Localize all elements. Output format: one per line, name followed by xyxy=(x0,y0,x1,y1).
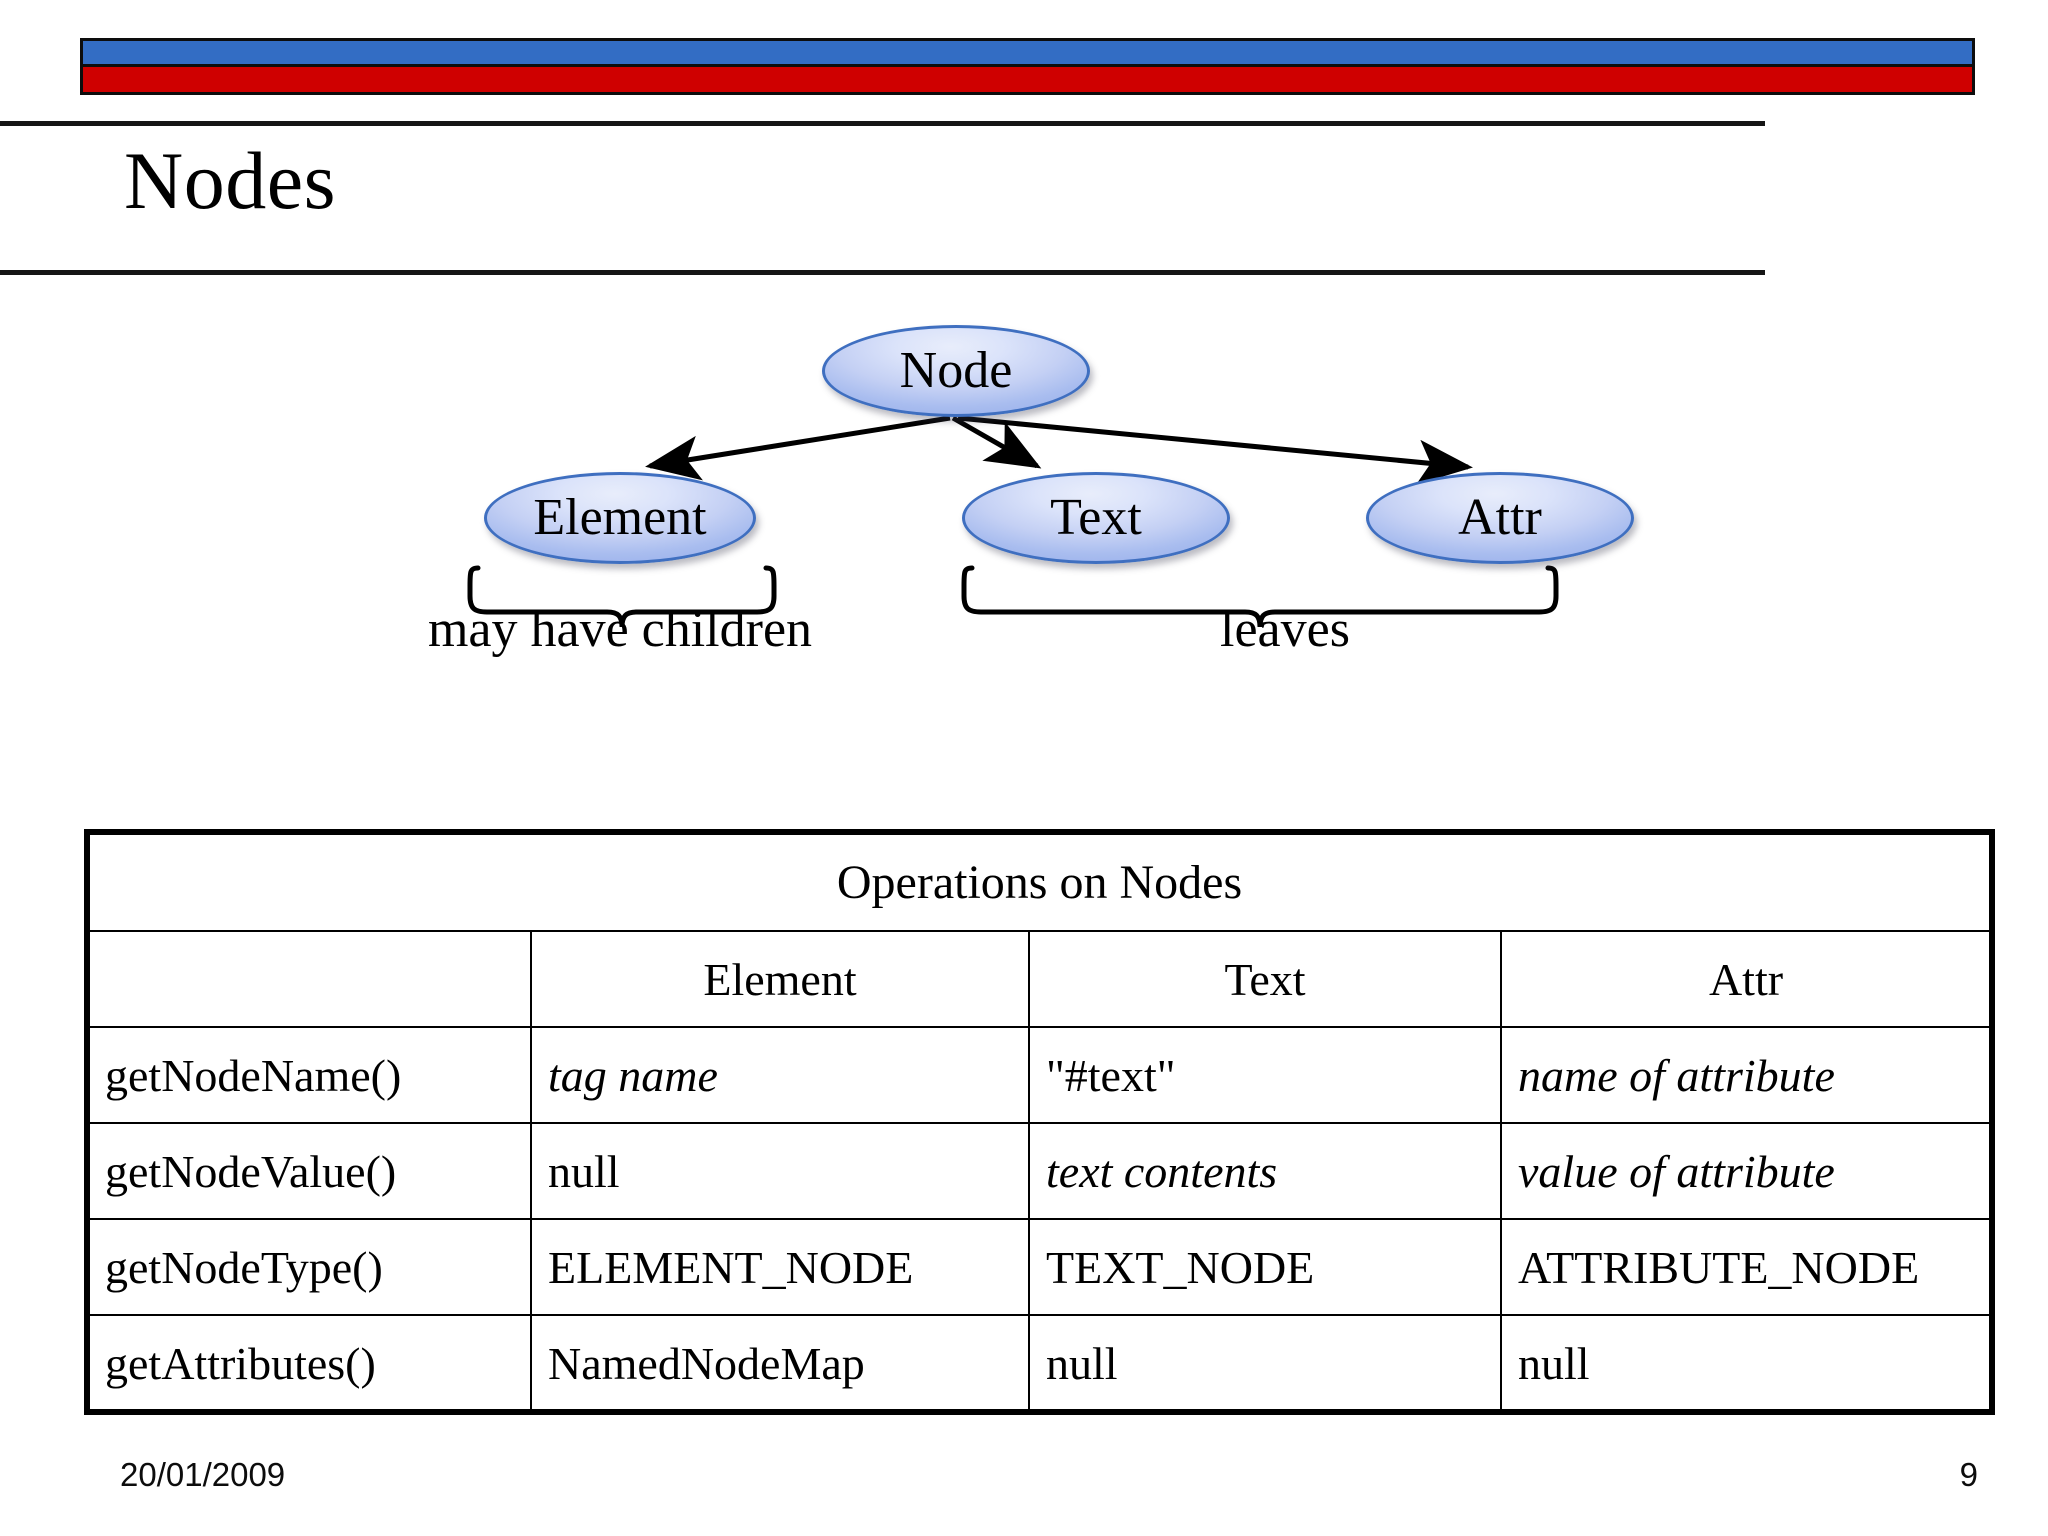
diagram-node-root[interactable]: Node xyxy=(822,325,1090,417)
cell-operation: getAttributes() xyxy=(87,1314,532,1412)
diagram-node-element-label: Element xyxy=(533,489,707,546)
cell-element: tag name xyxy=(530,1026,1030,1124)
cell-element: null xyxy=(530,1122,1030,1220)
cell-operation: getNodeType() xyxy=(87,1218,532,1316)
header-bar-blue xyxy=(83,41,1972,67)
table-header-row: Element Text Attr xyxy=(87,930,1993,1028)
cell-operation: getNodeValue() xyxy=(87,1122,532,1220)
cell-attr: name of attribute xyxy=(1499,1026,1993,1124)
node-hierarchy-diagram: Node Element Text Attr may have children… xyxy=(0,300,2048,770)
brace-may-have-children xyxy=(467,565,777,628)
diagram-node-attr[interactable]: Attr xyxy=(1366,472,1634,564)
brace-label-leaves: leaves xyxy=(1220,601,1350,658)
footer-page-number: 9 xyxy=(1959,1456,1978,1493)
cell-element: NamedNodeMap xyxy=(530,1314,1030,1412)
table-header-text: Text xyxy=(1028,930,1502,1028)
diagram-node-text-label: Text xyxy=(1050,489,1142,546)
diagram-node-element[interactable]: Element xyxy=(484,472,756,564)
diagram-connectors-svg xyxy=(467,415,1559,628)
table-row: getAttributes() NamedNodeMap null null xyxy=(87,1314,1993,1412)
title-rule-bottom xyxy=(0,270,1765,275)
edge-node-to-text xyxy=(951,415,1042,469)
cell-text: TEXT_NODE xyxy=(1028,1218,1502,1316)
table-header-blank xyxy=(87,930,532,1028)
header-decoration-bars xyxy=(80,38,1975,95)
cell-text: null xyxy=(1028,1314,1502,1412)
cell-text: text contents xyxy=(1028,1122,1502,1220)
table-row: getNodeValue() null text contents value … xyxy=(87,1122,1993,1220)
cell-text: "#text" xyxy=(1028,1026,1502,1124)
table-caption: Operations on Nodes xyxy=(86,832,1993,932)
cell-attr: value of attribute xyxy=(1499,1122,1993,1220)
edge-node-to-element xyxy=(645,415,951,481)
table-header-element: Element xyxy=(530,930,1030,1028)
title-rule-top xyxy=(0,121,1765,126)
diagram-node-root-label: Node xyxy=(899,342,1013,399)
table-caption-row: Operations on Nodes xyxy=(86,832,1993,932)
edge-node-to-attr xyxy=(957,415,1473,485)
header-bar-red xyxy=(83,66,1972,92)
brace-leaves xyxy=(961,565,1559,628)
cell-attr: null xyxy=(1499,1314,1993,1412)
cell-operation: getNodeName() xyxy=(87,1026,532,1124)
table-row: getNodeName() tag name "#text" name of a… xyxy=(87,1026,1993,1124)
table-header-attr: Attr xyxy=(1499,930,1993,1028)
cell-element: ELEMENT_NODE xyxy=(530,1218,1030,1316)
diagram-node-attr-label: Attr xyxy=(1458,489,1542,546)
brace-label-may-have-children: may have children xyxy=(427,601,813,658)
operations-on-nodes-table: Operations on Nodes Element Text Attr ge… xyxy=(83,829,1996,1415)
footer-date: 20/01/2009 xyxy=(120,1456,286,1493)
diagram-node-text[interactable]: Text xyxy=(962,472,1230,564)
table-row: getNodeType() ELEMENT_NODE TEXT_NODE ATT… xyxy=(87,1218,1993,1316)
page-title: Nodes xyxy=(124,135,337,226)
cell-attr: ATTRIBUTE_NODE xyxy=(1499,1218,1993,1316)
